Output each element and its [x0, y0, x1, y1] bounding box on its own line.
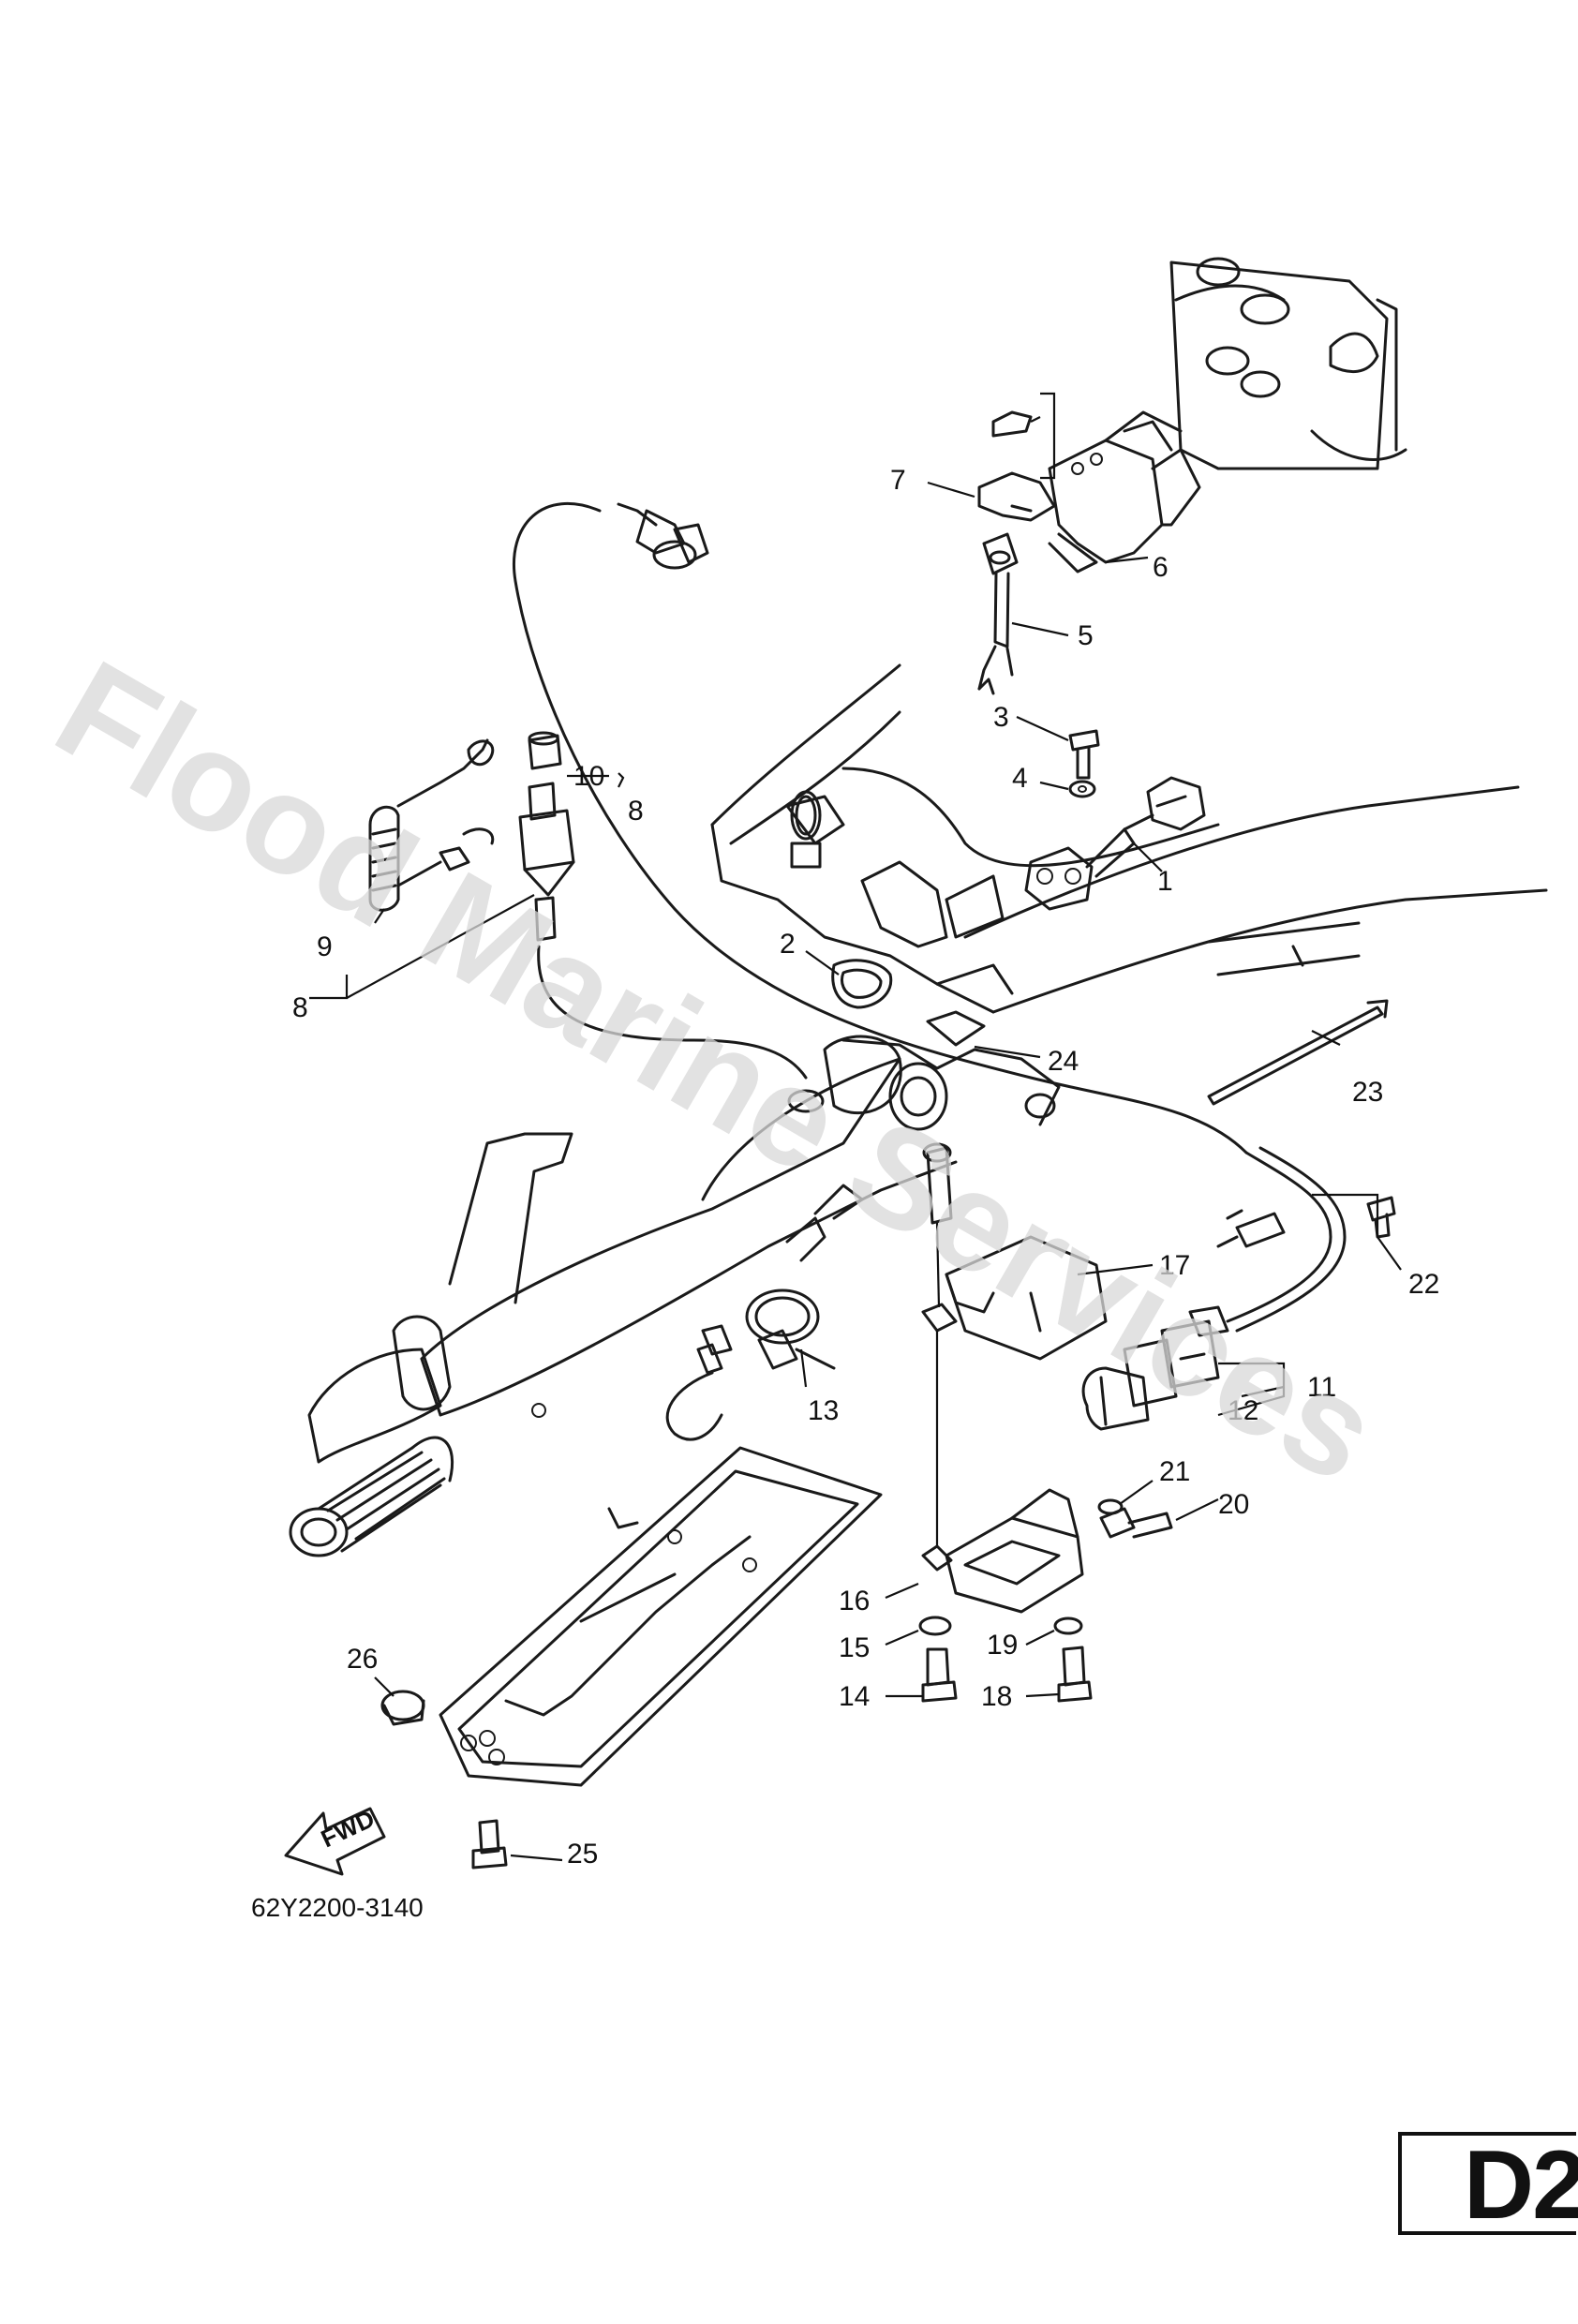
part-14-bolt [921, 1647, 958, 1703]
stop-switch-lead [537, 945, 808, 1080]
callout-15: 15 [839, 1632, 870, 1663]
callout-26: 26 [347, 1644, 378, 1675]
callout-17: 17 [1159, 1250, 1190, 1281]
part-18-bolt [1057, 1646, 1093, 1703]
part-20-screw [1099, 1507, 1173, 1539]
part-1-switch [1024, 776, 1206, 911]
tiller-handle-drawing [289, 1035, 1061, 1557]
part-2-grommet [831, 959, 893, 1009]
callout-8b: 8 [292, 992, 308, 1023]
fwd-label: FWD [317, 1804, 379, 1853]
page-reference-box: D2 [1398, 2131, 1578, 2240]
engine-bracket-drawing [1123, 257, 1407, 470]
callout-22: 22 [1408, 1269, 1439, 1300]
callout-4: 4 [1012, 763, 1028, 794]
callout-12: 12 [1228, 1395, 1258, 1426]
part-26-plug [380, 1690, 425, 1726]
callout-18: 18 [981, 1681, 1012, 1712]
part-22-screw [1366, 1196, 1396, 1239]
part-24-label [926, 1010, 986, 1047]
callout-9: 9 [317, 931, 333, 962]
part-19-cover [945, 1488, 1084, 1614]
callout-23: 23 [1352, 1077, 1383, 1108]
callout-1: 1 [1157, 866, 1173, 897]
part-19-washer [1053, 1616, 1083, 1635]
callout-20: 20 [1218, 1489, 1249, 1520]
callout-6: 6 [1153, 552, 1169, 583]
callout-13: 13 [808, 1395, 839, 1426]
callout-5: 5 [1078, 620, 1094, 651]
part-8-stop-switch [518, 782, 575, 942]
part-7-clip [977, 471, 1056, 522]
page-reference: D2 [1464, 2131, 1578, 2240]
part-17-cover [945, 1235, 1108, 1361]
bottom-cover-plate [439, 1446, 883, 1787]
part-4-washer [1068, 780, 1096, 798]
part-10-cap [528, 731, 562, 770]
leader-lines [309, 392, 1402, 1862]
callout-7: 7 [890, 465, 906, 496]
part-6-bracket [991, 410, 1201, 574]
part-3-screw [1068, 729, 1100, 780]
callout-21: 21 [1159, 1456, 1190, 1487]
fwd-arrow-icon: FWD [284, 1804, 386, 1876]
part-25-screw [471, 1819, 508, 1870]
diagram-code: 62Y2200-3140 [251, 1893, 424, 1922]
watermark-text: Flood Marine Services [32, 630, 1403, 1512]
part-23-cable-tie [1207, 999, 1389, 1106]
part-11-main-switch [1081, 1305, 1229, 1431]
callout-14: 14 [839, 1681, 870, 1712]
callout-10: 10 [573, 761, 604, 792]
main-harness-drawing [513, 501, 1347, 1333]
callout-numbers: 1 2 3 4 5 6 7 8 8 9 10 11 12 13 14 15 16… [292, 465, 1439, 1870]
part-5-sensor-lead [977, 532, 1019, 695]
callout-8a: 8 [628, 796, 644, 827]
callout-3: 3 [993, 702, 1009, 733]
part-13-clamp [665, 1289, 836, 1441]
callout-19: 19 [987, 1630, 1018, 1661]
part-15-washer [918, 1616, 952, 1636]
callout-11: 11 [1307, 1372, 1336, 1403]
callout-2: 2 [780, 929, 796, 960]
callout-16: 16 [839, 1586, 870, 1616]
callout-25: 25 [567, 1839, 598, 1870]
part-16-clamp [921, 1142, 958, 1572]
part-9-lanyard [368, 738, 495, 912]
bottom-cowling-drawing [710, 663, 1548, 1014]
callout-24: 24 [1048, 1046, 1079, 1077]
